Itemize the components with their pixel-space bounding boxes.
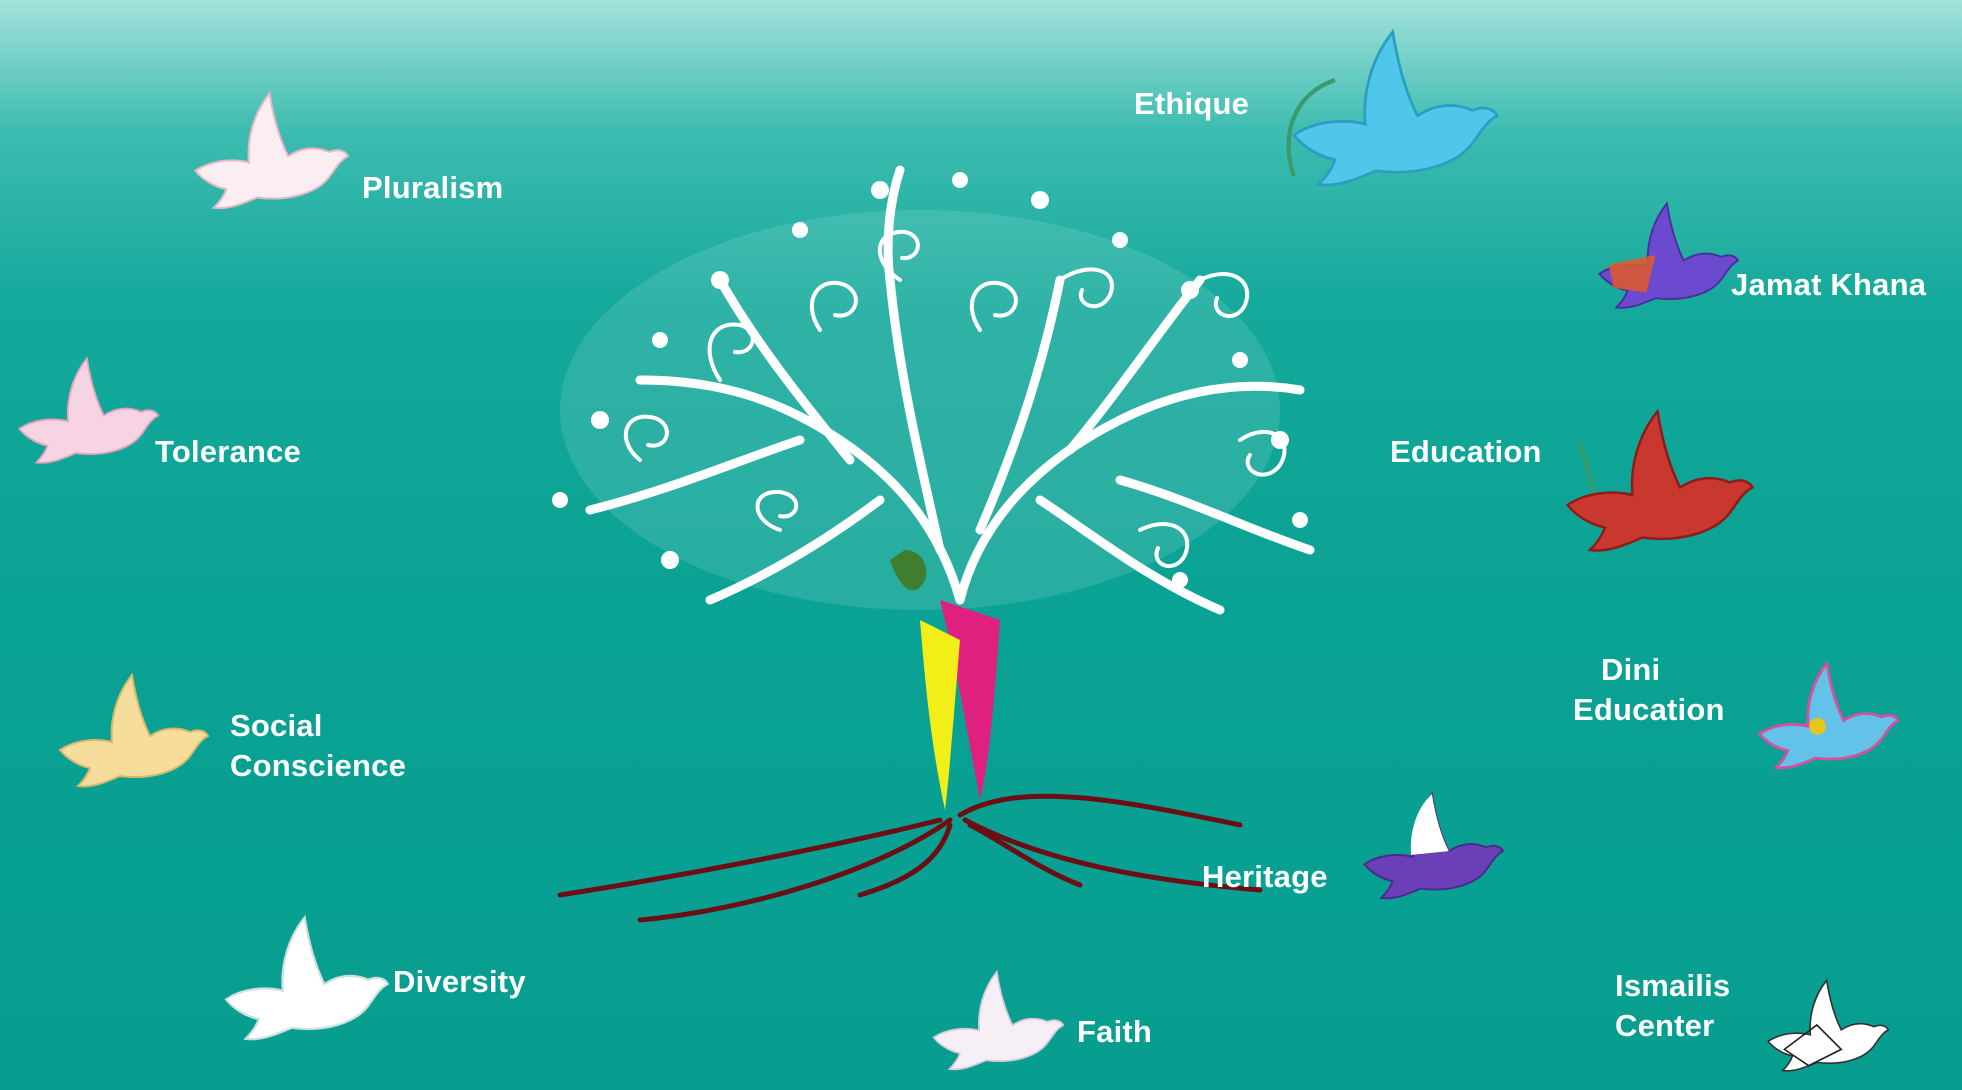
label-tolerance: Tolerance	[155, 432, 301, 472]
label-diversity: Diversity	[393, 962, 526, 1002]
label-social-conscience: Social Conscience	[230, 706, 406, 786]
dove-jamat-khana-icon	[1590, 170, 1740, 340]
dove-dini-education-icon	[1750, 640, 1900, 790]
dove-social-conscience-icon	[50, 650, 210, 810]
label-education: Education	[1390, 432, 1542, 472]
label-faith: Faith	[1077, 1012, 1152, 1052]
dove-education-icon	[1555, 380, 1755, 580]
dove-pluralism-icon	[185, 70, 350, 230]
label-ethique: Ethique	[1134, 84, 1249, 124]
label-heritage: Heritage	[1202, 857, 1328, 897]
tree-icon	[420, 80, 1420, 1080]
dove-ismailis-center-icon	[1760, 965, 1890, 1085]
label-ismailis-center: Ismailis Center	[1615, 966, 1730, 1046]
dove-ethique-icon	[1280, 15, 1500, 200]
dove-tolerance-icon	[10, 335, 160, 485]
label-pluralism: Pluralism	[362, 168, 503, 208]
dove-faith-icon	[925, 965, 1065, 1075]
dove-diversity-icon	[215, 910, 390, 1045]
dove-heritage-icon	[1355, 778, 1505, 913]
label-dini-education: Dini Education	[1573, 650, 1725, 730]
label-jamat-khana: Jamat Khana	[1731, 265, 1926, 305]
